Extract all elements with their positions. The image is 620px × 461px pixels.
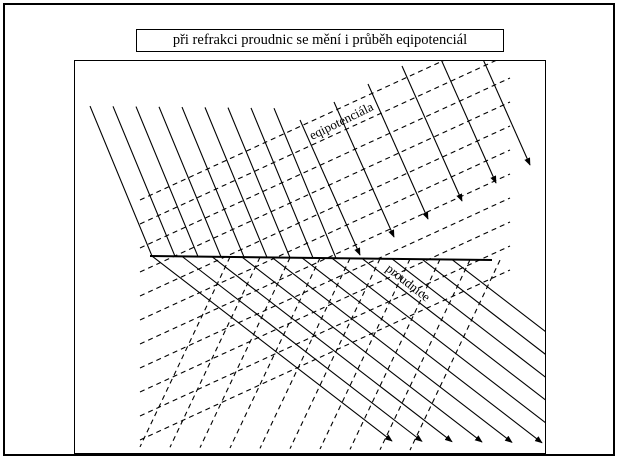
streamline-lower (421, 258, 545, 355)
caption-text: při refrakci proudnic se mění i průběh e… (172, 32, 468, 48)
equipotential-upper (139, 269, 511, 441)
slide-frame (3, 3, 615, 456)
streamline-upper (158, 106, 222, 258)
equipotential-lower (319, 258, 411, 450)
equipotential-upper (139, 149, 511, 321)
equipotential-upper (139, 61, 497, 225)
streamline-lower (451, 259, 545, 332)
equipotential-lower (259, 258, 351, 449)
equipotential-upper (139, 245, 511, 417)
streamline-lower (331, 257, 545, 424)
equipotential-lower (199, 257, 291, 448)
streamline-upper (181, 106, 245, 258)
interface-line (149, 255, 493, 261)
equipotential-lower (379, 259, 471, 450)
equipotential-lower (289, 258, 381, 449)
equipotential-lower (169, 257, 261, 448)
streamline-lower (241, 256, 483, 443)
streamline-upper (89, 105, 153, 257)
figure-caption: při refrakci proudnic se mění i průběh e… (136, 29, 504, 52)
streamline-lower (301, 257, 543, 444)
streamline-lower (181, 255, 423, 442)
equipotential-lower (349, 259, 441, 450)
equipotential-lower (139, 256, 231, 448)
streamline-upper-right (367, 83, 429, 220)
streamline-upper (112, 106, 176, 257)
equipotential-upper (139, 221, 511, 393)
equipotential-upper (139, 61, 444, 201)
figure-frame (74, 60, 546, 454)
equipotential-upper (139, 125, 511, 297)
streamline-upper (204, 107, 268, 258)
equipotential-upper (139, 77, 511, 249)
streamline-upper-right (483, 61, 531, 166)
streamline-lower (391, 258, 545, 378)
streamline-upper (227, 107, 291, 258)
streamline-lower (271, 256, 513, 443)
streamline-upper (135, 106, 199, 257)
equipotential-lower (229, 257, 321, 449)
streamline-lower (361, 258, 545, 401)
streamline-upper (273, 107, 337, 259)
streamline-lower (151, 255, 393, 442)
streamline-label: proudnice (383, 261, 433, 305)
equipotential-lower (409, 259, 501, 451)
equipotential-upper (139, 101, 511, 273)
streamline-upper-right (299, 119, 361, 256)
streamline-lower (211, 256, 453, 443)
equipotential-upper (139, 197, 511, 369)
streamline-upper-right (401, 65, 463, 202)
